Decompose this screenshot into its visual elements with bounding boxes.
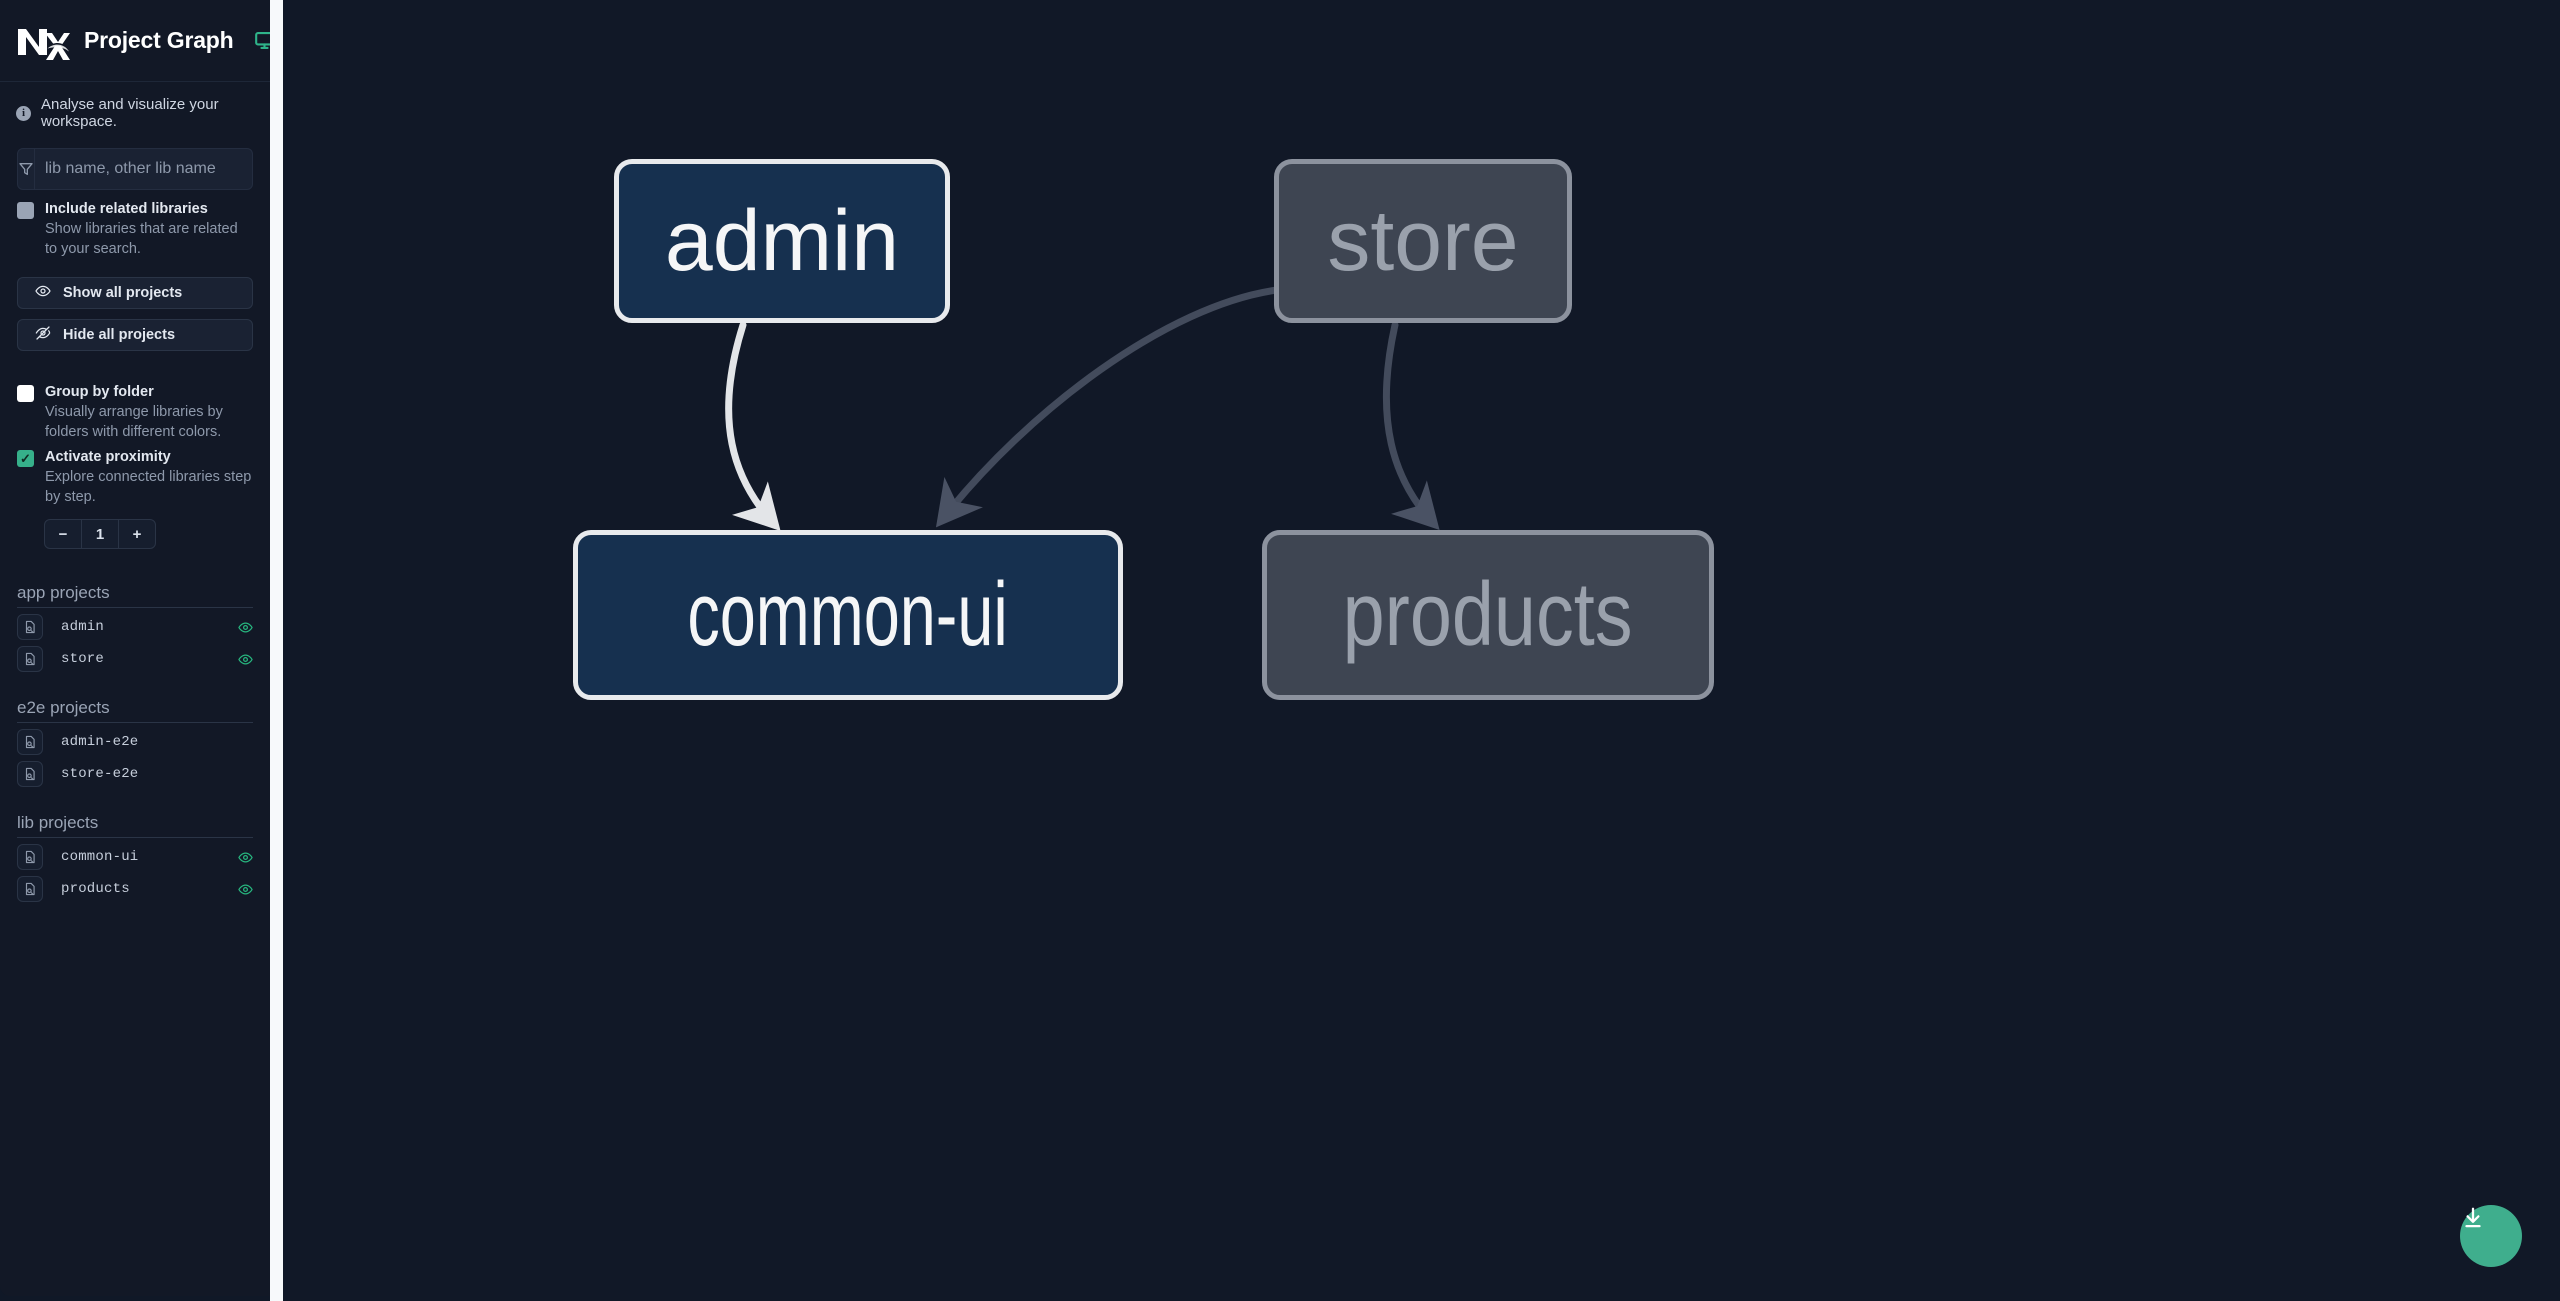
hide-all-projects-button[interactable]: Hide all projects [17, 319, 253, 352]
project-row-products[interactable]: products [17, 876, 253, 903]
project-file-icon [17, 844, 43, 871]
proximity-value: 1 [95, 525, 105, 543]
option-description: Explore connected libraries step by step… [45, 469, 252, 506]
edge-admin-to-common-ui [725, 321, 781, 531]
sidebar-info: i Analyse and visualize your workspace. [0, 82, 270, 142]
graph-node-common-ui[interactable]: common-ui [573, 530, 1123, 700]
proximity-increment-button[interactable]: + [132, 525, 142, 543]
option-label: Activate proximity [45, 449, 171, 466]
page-title: Project Graph [84, 27, 234, 53]
option-label: Include related libraries [45, 201, 208, 217]
nx-logo-icon [14, 21, 70, 61]
option-include-related-libraries[interactable]: Include related libraries Show libraries… [0, 190, 270, 259]
option-activate-proximity[interactable]: ✓ Activate proximity Explore connected l… [0, 442, 270, 507]
project-file-icon [17, 646, 43, 673]
graph-node-admin[interactable]: admin [614, 159, 950, 323]
checkbox-include-related-libraries[interactable] [17, 202, 34, 219]
option-description: Visually arrange libraries by folders wi… [45, 404, 223, 441]
proximity-decrement-button[interactable]: − [58, 525, 68, 543]
option-description: Show libraries that are related to your … [45, 221, 238, 258]
stepper-divider [81, 520, 82, 549]
project-file-icon [17, 876, 43, 903]
search-input[interactable] [35, 149, 252, 189]
proximity-stepper[interactable]: − 1 + [44, 519, 156, 550]
eye-off-icon [35, 325, 51, 345]
filter-icon [18, 149, 35, 189]
checkbox-group-by-folder[interactable] [17, 385, 34, 403]
project-row-admin[interactable]: admin [17, 614, 253, 641]
sidebar-header: Project Graph [0, 0, 270, 82]
graph-node-label: store [1327, 193, 1519, 289]
search-field[interactable] [17, 148, 253, 190]
edge-store-to-common-ui [935, 286, 1281, 528]
monitor-icon[interactable] [254, 30, 270, 51]
download-graph-button[interactable] [2460, 1205, 2522, 1267]
project-graph-canvas[interactable]: admin store common-ui products [288, 0, 2560, 1301]
option-group-by-folder[interactable]: Group by folder Visually arrange librari… [0, 373, 270, 442]
option-label: Group by folder [45, 384, 154, 401]
sidebar-scrollbar[interactable] [270, 0, 283, 1301]
graph-node-products[interactable]: products [1262, 530, 1714, 700]
project-row-admin-e2e[interactable]: admin-e2e [17, 729, 253, 756]
project-row-store[interactable]: store [17, 646, 253, 673]
eye-icon[interactable] [238, 652, 253, 667]
info-icon: i [16, 105, 31, 121]
sidebar-scrollbar-gutter [283, 0, 288, 1301]
sidebar: Project Graph i Analyse and visualize yo… [0, 0, 270, 1296]
show-all-projects-label: Show all projects [63, 285, 183, 302]
graph-node-store[interactable]: store [1274, 159, 1572, 323]
project-name: admin-e2e [61, 734, 139, 751]
project-row-store-e2e[interactable]: store-e2e [17, 761, 253, 788]
group-title-lib-projects: lib projects [17, 813, 253, 839]
project-name: admin [61, 619, 105, 636]
eye-icon [35, 283, 51, 303]
project-row-common-ui[interactable]: common-ui [17, 844, 253, 871]
project-file-icon [17, 761, 43, 788]
hide-all-projects-label: Hide all projects [63, 327, 176, 344]
eye-icon[interactable] [238, 882, 253, 897]
project-file-icon [17, 729, 43, 756]
project-name: common-ui [61, 849, 139, 866]
check-icon: ✓ [20, 451, 31, 467]
graph-node-label: products [1343, 565, 1633, 665]
project-name: products [61, 881, 130, 898]
edge-store-to-products [1382, 321, 1440, 530]
checkbox-activate-proximity[interactable]: ✓ [17, 450, 34, 468]
graph-node-label: common-ui [687, 565, 1009, 665]
graph-edges [725, 286, 1440, 531]
group-title-e2e-projects: e2e projects [17, 698, 253, 724]
eye-icon[interactable] [238, 850, 253, 865]
stepper-divider [118, 520, 119, 549]
graph-node-label: admin [664, 193, 900, 289]
group-title-app-projects: app projects [17, 583, 253, 609]
info-text: Analyse and visualize your workspace. [41, 96, 219, 130]
project-name: store [61, 651, 105, 668]
show-all-projects-button[interactable]: Show all projects [17, 277, 253, 310]
project-name: store-e2e [61, 766, 139, 783]
project-file-icon [17, 614, 43, 641]
eye-icon[interactable] [238, 620, 253, 635]
